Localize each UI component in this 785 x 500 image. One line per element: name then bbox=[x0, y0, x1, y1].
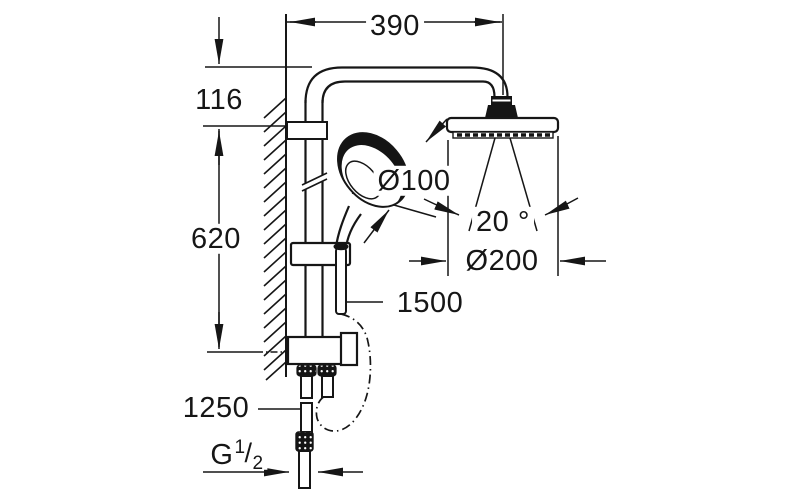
wall-hatching bbox=[263, 97, 287, 381]
inlet-pipe-length-label: 1250 bbox=[178, 392, 254, 423]
thread-denominator: 2 bbox=[252, 452, 264, 474]
left-nipple-nut bbox=[296, 364, 317, 377]
head-shower-face bbox=[452, 131, 554, 139]
bottom-bracket bbox=[286, 331, 359, 489]
left-inlet-pipe-lower bbox=[300, 402, 313, 433]
arm-offset-label: 116 bbox=[191, 84, 247, 115]
hand-shower-diameter-label: Ø100 bbox=[373, 165, 455, 196]
hand-shower-face-ring bbox=[344, 160, 382, 200]
wall bbox=[263, 14, 287, 381]
hand-shower-grip bbox=[335, 247, 347, 315]
hose-length-label: 1500 bbox=[392, 287, 468, 318]
rail-break bbox=[303, 173, 326, 190]
spray-angle-label: 20 ° bbox=[472, 206, 534, 237]
hose-connector-nut bbox=[295, 431, 314, 452]
head-shower-disc bbox=[445, 116, 560, 134]
rail-length-label: 620 bbox=[187, 223, 245, 254]
upper-wall-bracket bbox=[286, 121, 328, 140]
head-diameter-label: Ø200 bbox=[461, 245, 543, 276]
thread-size-label: G1/2 bbox=[206, 436, 268, 473]
left-inlet-pipe-upper bbox=[300, 375, 313, 399]
right-nipple-nut bbox=[317, 364, 337, 377]
shower-hose bbox=[315, 313, 372, 432]
head-connector bbox=[485, 96, 518, 118]
bottom-hose-end bbox=[298, 450, 311, 489]
head-shower bbox=[445, 96, 560, 232]
thread-slash: / bbox=[244, 437, 253, 468]
dimension-116 bbox=[203, 17, 312, 127]
hand-shower-holder bbox=[289, 241, 352, 315]
thread-numerator: 1 bbox=[234, 436, 246, 458]
grip-cap bbox=[333, 242, 349, 251]
right-outlet-pipe bbox=[321, 375, 334, 398]
thread-letter: G bbox=[210, 438, 234, 471]
dimension-head-diameter bbox=[409, 136, 606, 276]
top-width-label: 390 bbox=[366, 10, 424, 41]
